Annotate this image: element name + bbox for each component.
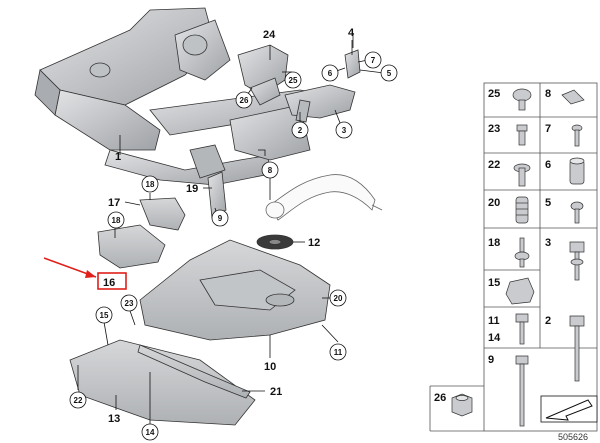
bolt-icon-9	[515, 355, 529, 427]
strip-part-21	[137, 344, 251, 399]
svg-text:5: 5	[387, 69, 392, 78]
direction-arrow-box	[540, 395, 598, 423]
svg-text:23: 23	[125, 299, 134, 308]
table-label-20: 20	[488, 197, 500, 209]
callout-circle-23: 23	[120, 294, 138, 312]
callout-circle-11: 11	[329, 343, 347, 361]
highlight-box-16	[97, 272, 127, 290]
bolt-icon-11	[515, 313, 529, 345]
table-label-9: 9	[488, 354, 494, 366]
reference-number: 505626	[558, 432, 588, 442]
svg-text:26: 26	[240, 96, 249, 105]
callout-16: 16	[103, 277, 115, 289]
table-label-3: 3	[545, 237, 551, 249]
svg-text:11: 11	[334, 348, 343, 357]
subframe-part-1	[34, 7, 331, 186]
callout-13: 13	[108, 413, 120, 425]
table-label-11: 11	[488, 315, 500, 327]
bolt-icon-5	[570, 201, 584, 224]
svg-text:18: 18	[112, 216, 121, 225]
bolt-icon-3	[569, 241, 585, 281]
callout-12: 12	[308, 237, 320, 249]
callout-circle-15: 15	[95, 306, 113, 324]
callout-10: 10	[264, 361, 276, 373]
callout-circle-22: 22	[69, 391, 87, 409]
callout-circle-26: 26	[235, 91, 253, 109]
svg-text:3: 3	[342, 126, 347, 135]
clip-icon	[512, 88, 532, 111]
svg-text:2: 2	[298, 126, 303, 135]
callout-circle-8: 8	[261, 161, 279, 179]
table-label-2: 2	[545, 315, 551, 327]
callout-4: 4	[348, 27, 355, 39]
plate-part-16	[97, 224, 166, 269]
strut-brace-part-3	[284, 84, 356, 123]
bracket-part-19	[207, 171, 227, 219]
table-label-18: 18	[488, 237, 500, 249]
callout-circle-6: 6	[321, 64, 339, 82]
table-label-25: 25	[488, 88, 500, 100]
svg-text:20: 20	[334, 294, 343, 303]
callout-circle-9: 9	[211, 209, 229, 227]
svg-text:25: 25	[289, 76, 298, 85]
callout-circle-25: 25	[284, 71, 302, 89]
table-label-5: 5	[545, 197, 551, 209]
callout-21: 21	[270, 386, 282, 398]
callout-circle-18b: 18	[107, 211, 125, 229]
damper-part-12	[256, 234, 294, 250]
callout-17: 17	[108, 197, 120, 209]
svg-text:18: 18	[146, 180, 155, 189]
plate-part-17	[139, 197, 186, 231]
sleeve-icon	[569, 157, 585, 185]
callout-circle-2: 2	[291, 121, 309, 139]
callout-19: 19	[186, 183, 198, 195]
block-icon	[505, 277, 535, 305]
table-label-23: 23	[488, 123, 500, 135]
bolt-icon-23	[516, 124, 528, 146]
underbody-shield-part-10	[139, 239, 331, 341]
svg-text:7: 7	[371, 56, 376, 65]
spring-icon	[515, 196, 529, 224]
callout-24: 24	[263, 29, 276, 41]
table-label-7: 7	[545, 123, 551, 135]
control-arm-part-8	[265, 174, 383, 221]
highlight-arrow	[43, 257, 97, 278]
callout-circle-14: 14	[141, 423, 159, 441]
pin-icon	[514, 237, 530, 268]
nut-icon	[451, 393, 473, 417]
callout-circle-7: 7	[364, 51, 382, 69]
table-label-22: 22	[488, 159, 500, 171]
svg-text:22: 22	[74, 396, 83, 405]
callout-1: 1	[115, 151, 121, 163]
bolt-icon-2	[569, 315, 585, 382]
svg-text:9: 9	[218, 214, 223, 223]
callout-circle-5: 5	[380, 64, 398, 82]
svg-text:15: 15	[100, 311, 109, 320]
bracket-icon	[561, 89, 585, 105]
callout-circle-18a: 18	[141, 175, 159, 193]
table-label-15: 15	[488, 277, 500, 289]
callout-circle-3: 3	[335, 121, 353, 139]
screw-icon-7	[571, 124, 583, 147]
svg-text:8: 8	[268, 166, 273, 175]
table-label-6: 6	[545, 159, 551, 171]
parts-table: 25 8 23 7 22 6 20 5 18 3 15 11 14 2 9 26	[429, 82, 598, 432]
bolt-icon-22	[513, 163, 531, 187]
table-label-14: 14	[488, 332, 501, 344]
callout-circle-20: 20	[329, 289, 347, 307]
svg-text:14: 14	[146, 428, 155, 437]
table-label-26: 26	[434, 392, 446, 404]
table-label-8: 8	[545, 88, 551, 100]
bracket-part-4	[344, 49, 361, 79]
svg-text:6: 6	[328, 69, 333, 78]
